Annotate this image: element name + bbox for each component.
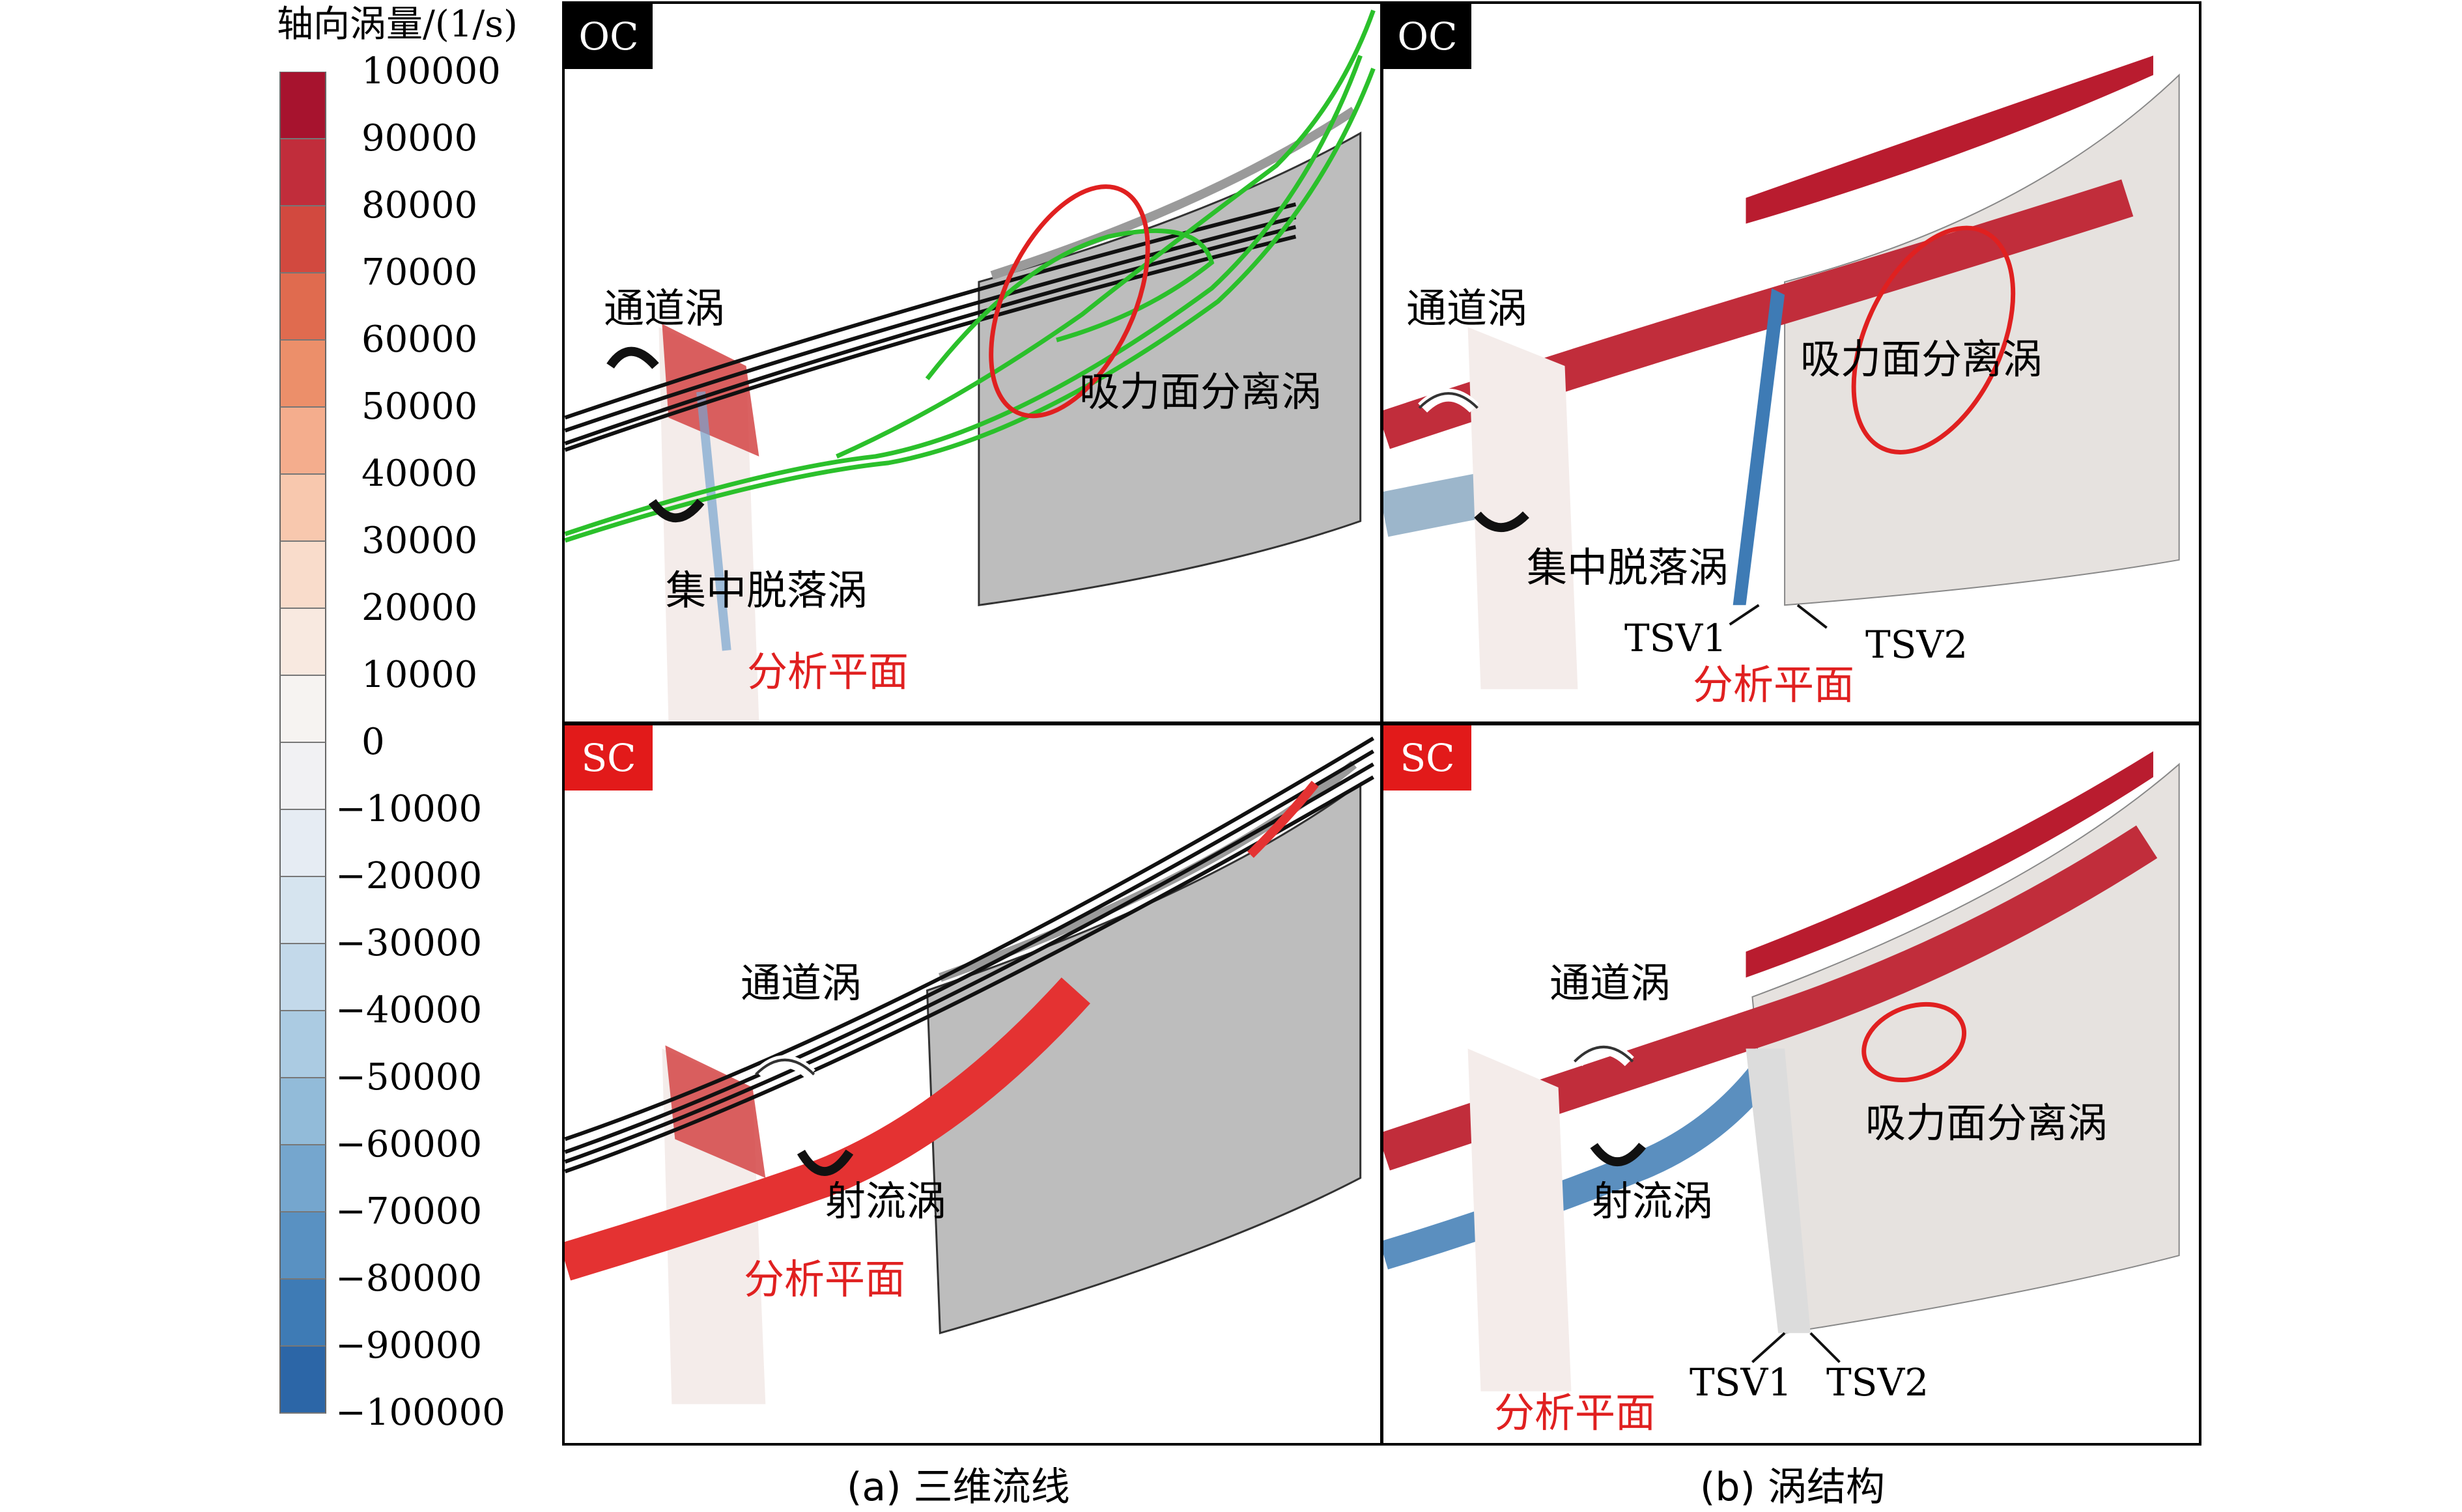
colorbar-segment xyxy=(280,72,326,139)
label-jet-vortex: 射流涡 xyxy=(825,1177,947,1225)
label-passage-vortex: 通道涡 xyxy=(741,959,862,1007)
colorbar-tick-label: −80000 xyxy=(335,1257,483,1300)
colorbar-segment xyxy=(280,139,326,206)
colorbar-tick-label: 90000 xyxy=(361,117,478,160)
colorbar xyxy=(279,72,326,1414)
tag-sc: SC xyxy=(1383,725,1471,791)
colorbar-tick-label: −20000 xyxy=(335,855,483,897)
label-jet-vortex: 射流涡 xyxy=(1592,1177,1714,1225)
panel-oc-vortex: OC 通道涡 吸力面分离涡 集中脱落涡 TSV1 TSV2 分析平面 xyxy=(1381,1,2201,724)
tag-oc: OC xyxy=(1383,4,1471,69)
colorbar-segment xyxy=(280,742,326,810)
colorbar-segment xyxy=(280,273,326,341)
colorbar-tick-label: −90000 xyxy=(335,1324,483,1367)
label-analysis-plane: 分析平面 xyxy=(1693,661,1855,708)
caption-b: (b) 涡结构 xyxy=(1700,1455,1885,1512)
oc-a-art xyxy=(565,9,1376,721)
label-tsv1: TSV1 xyxy=(1624,616,1727,660)
label-suction-separation-vortex: 吸力面分离涡 xyxy=(1800,335,2043,383)
colorbar-tick-label: 50000 xyxy=(361,385,478,428)
colorbar-segment xyxy=(280,944,326,1011)
label-analysis-plane: 分析平面 xyxy=(744,1255,906,1303)
sc-b-art xyxy=(1383,751,2180,1392)
colorbar-segment xyxy=(280,1011,326,1078)
caption-b-text: (b) 涡结构 xyxy=(1700,1464,1885,1510)
tag-oc: OC xyxy=(565,4,653,69)
colorbar-segment xyxy=(280,876,326,944)
colorbar-segment xyxy=(280,675,326,743)
caption-a-text: (a) 三维流线 xyxy=(847,1464,1070,1510)
colorbar-segment xyxy=(280,1212,326,1280)
panel-sc-vortex: SC 通道涡 吸力面分离涡 射流涡 TSV1 TSV2 分析平面 xyxy=(1381,723,2201,1446)
colorbar-title: 轴向涡量/(1/s) xyxy=(277,3,518,46)
colorbar-tick-label: 70000 xyxy=(361,251,478,294)
colorbar-tick-label: 40000 xyxy=(361,453,478,495)
colorbar-tick-label: 0 xyxy=(361,721,385,763)
oc-b-art xyxy=(1383,55,2180,690)
caption-a: (a) 三维流线 xyxy=(847,1455,1070,1512)
label-shed-vortex: 集中脱落涡 xyxy=(1527,544,1729,591)
colorbar-segment xyxy=(280,1346,326,1414)
label-analysis-plane: 分析平面 xyxy=(747,648,909,695)
colorbar-segment xyxy=(280,1078,326,1145)
colorbar-tick-label: 20000 xyxy=(361,587,478,629)
label-shed-vortex: 集中脱落涡 xyxy=(666,567,868,614)
label-tsv2: TSV2 xyxy=(1826,1360,1929,1405)
colorbar-tick-label: 10000 xyxy=(361,654,478,696)
label-suction-separation-vortex: 吸力面分离涡 xyxy=(1079,368,1322,415)
sc-a-art xyxy=(565,736,1375,1405)
label-passage-vortex: 通道涡 xyxy=(604,285,726,332)
label-tsv2: TSV2 xyxy=(1865,623,1968,667)
colorbar-segment xyxy=(280,340,326,408)
colorbar-segment xyxy=(280,1279,326,1347)
colorbar-tick-label: −60000 xyxy=(335,1123,483,1166)
colorbar-tick-label: 80000 xyxy=(361,184,478,227)
colorbar-segment xyxy=(280,474,326,542)
colorbar-tick-label: −30000 xyxy=(335,922,483,964)
colorbar-tick-label: 30000 xyxy=(361,520,478,562)
label-passage-vortex: 通道涡 xyxy=(1549,959,1671,1007)
label-analysis-plane: 分析平面 xyxy=(1494,1389,1656,1436)
colorbar-segment xyxy=(280,206,326,273)
label-suction-separation-vortex: 吸力面分离涡 xyxy=(1865,1099,2108,1147)
tag-sc: SC xyxy=(565,725,653,791)
label-passage-vortex: 通道涡 xyxy=(1406,285,1528,332)
panel-oc-streamlines: OC 通道涡 吸力面分离涡 集中脱落涡 分析平面 xyxy=(562,1,1383,724)
colorbar-tick-label: −50000 xyxy=(335,1056,483,1099)
panel-sc-streamlines: SC 通道涡 射流涡 分析平面 xyxy=(562,723,1383,1446)
colorbar-tick-label: −70000 xyxy=(335,1190,483,1233)
label-tsv1: TSV1 xyxy=(1690,1360,1792,1405)
colorbar-segment xyxy=(280,407,326,475)
colorbar-segment xyxy=(280,608,326,676)
colorbar-segment xyxy=(280,1145,326,1212)
colorbar-segment xyxy=(280,541,326,609)
colorbar-tick-label: −40000 xyxy=(335,989,483,1031)
colorbar-segment xyxy=(280,809,326,877)
colorbar-tick-label: 60000 xyxy=(361,318,478,361)
colorbar-tick-label: −10000 xyxy=(335,788,483,830)
colorbar-tick-label: 100000 xyxy=(361,50,501,92)
colorbar-tick-label: −100000 xyxy=(335,1392,505,1434)
